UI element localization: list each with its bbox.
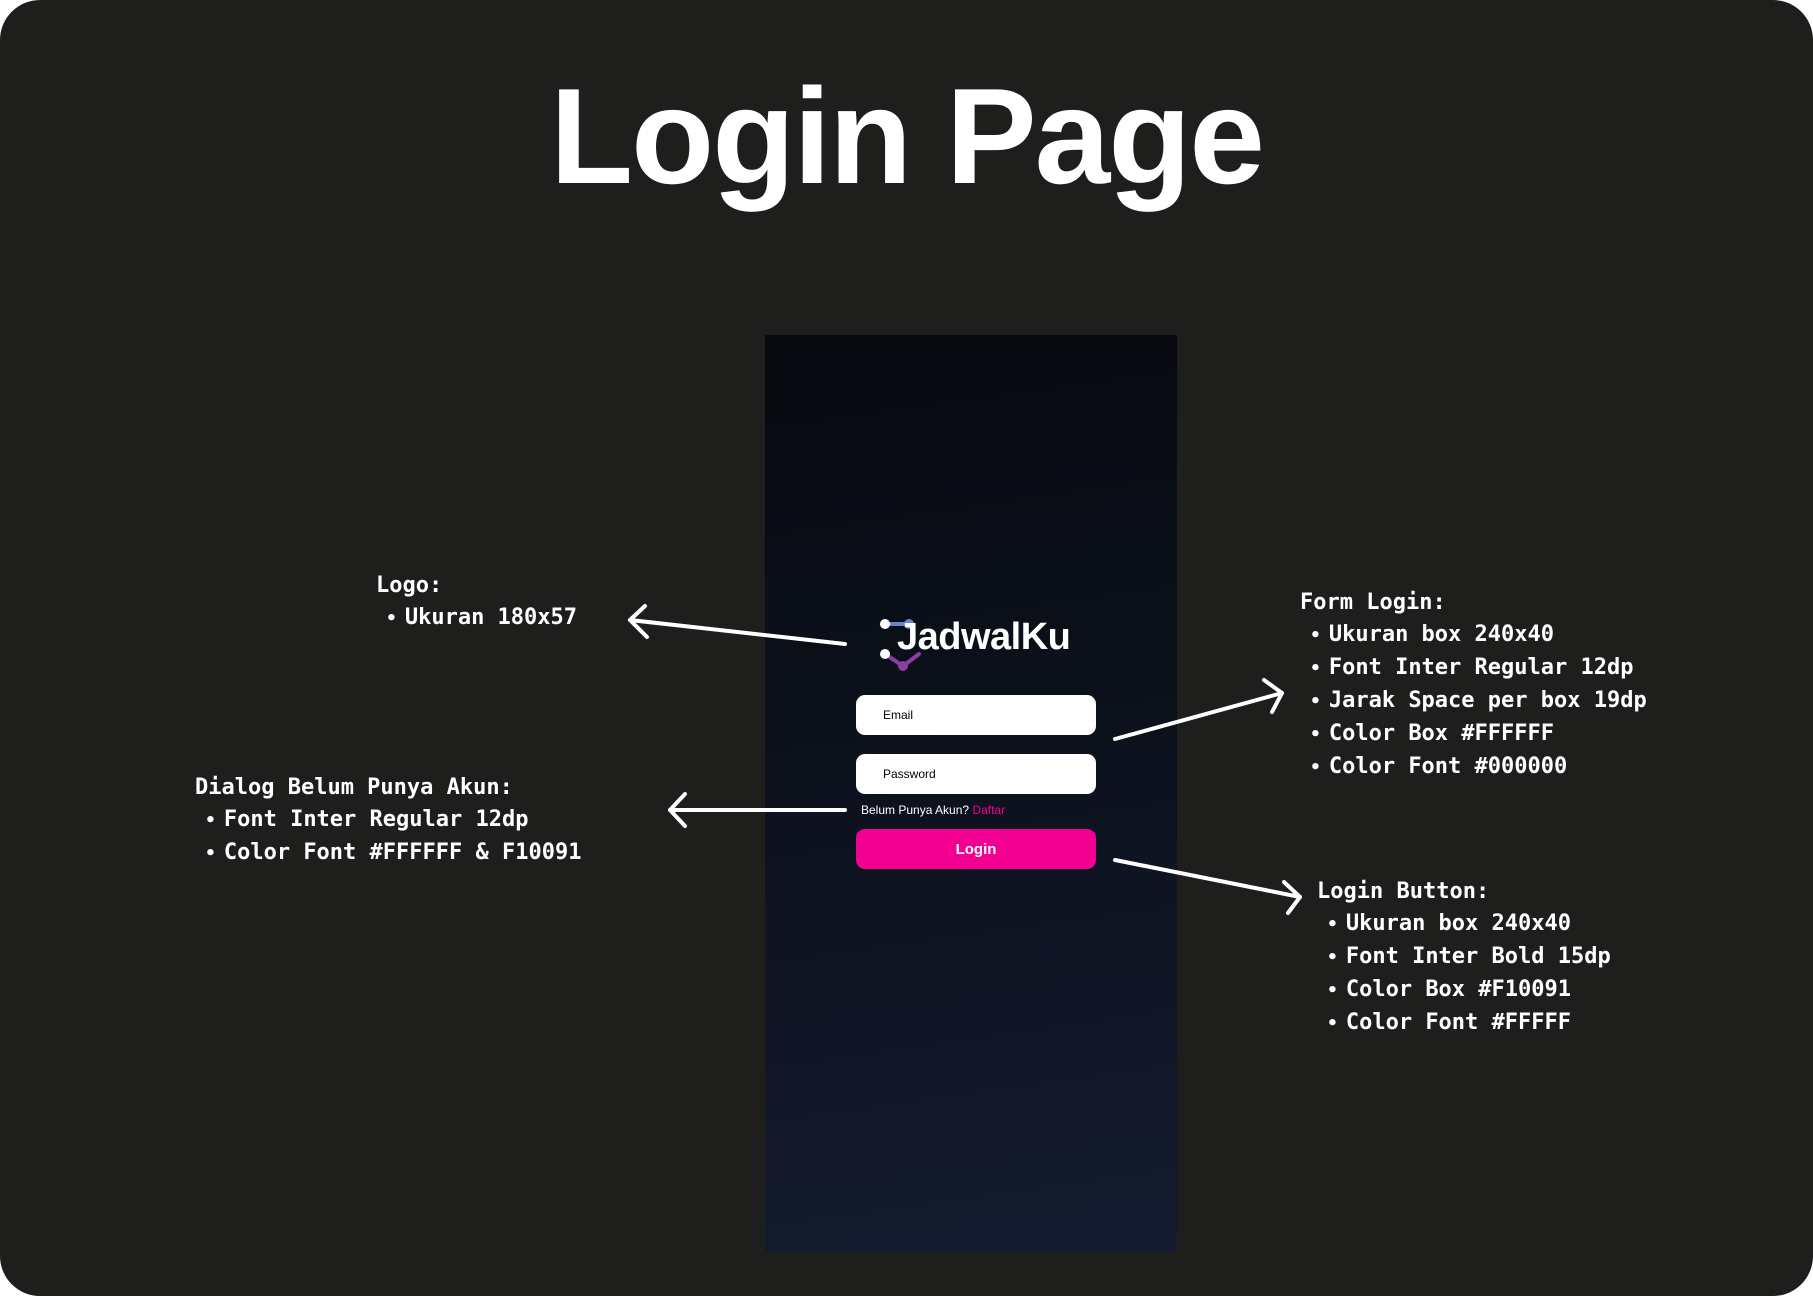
button-annotation-item: Color Font #FFFFF (1327, 1007, 1611, 1040)
logo-annotation: Logo: Ukuran 180x57 (376, 570, 577, 635)
phone-screen: JadwalKu Belum Punya Akun? Daftar Login (765, 335, 1177, 1252)
logo-annotation-heading: Logo: (376, 573, 443, 598)
logo-wordmark: JadwalKu (897, 616, 1071, 658)
button-annotation-heading: Login Button: (1317, 879, 1490, 904)
email-input[interactable] (883, 695, 1083, 735)
form-annotation: Form Login: Ukuran box 240x40 Font Inter… (1300, 587, 1647, 784)
form-annotation-item: Color Box #FFFFFF (1310, 718, 1647, 751)
password-input[interactable] (883, 754, 1083, 794)
button-annotation-item: Ukuran box 240x40 (1327, 908, 1611, 941)
logo-mark-icon (880, 619, 921, 671)
form-annotation-item: Color Font #000000 (1310, 751, 1647, 784)
login-button[interactable]: Login (856, 829, 1096, 869)
password-field[interactable] (856, 754, 1096, 794)
form-annotation-item: Ukuran box 240x40 (1310, 619, 1647, 652)
email-field[interactable] (856, 695, 1096, 735)
form-annotation-heading: Form Login: (1300, 590, 1446, 615)
page-title: Login Page (550, 60, 1265, 212)
form-annotation-item: Jarak Space per box 19dp (1310, 685, 1647, 718)
dialog-annotation-heading: Dialog Belum Punya Akun: (195, 775, 513, 800)
signup-prompt: Belum Punya Akun? Daftar (861, 803, 1005, 817)
dialog-annotation-item: Color Font #FFFFFF & F10091 (205, 837, 582, 870)
signup-question: Belum Punya Akun? (861, 803, 970, 817)
logo-annotation-item: Ukuran 180x57 (386, 602, 577, 635)
button-annotation-item: Font Inter Bold 15dp (1327, 941, 1611, 974)
button-annotation: Login Button: Ukuran box 240x40 Font Int… (1317, 876, 1611, 1040)
button-annotation-item: Color Box #F10091 (1327, 974, 1611, 1007)
form-annotation-item: Font Inter Regular 12dp (1310, 652, 1647, 685)
jadwalku-logo: JadwalKu (879, 614, 1071, 674)
signup-link[interactable]: Daftar (972, 803, 1006, 817)
dialog-annotation: Dialog Belum Punya Akun: Font Inter Regu… (195, 772, 581, 870)
dialog-annotation-item: Font Inter Regular 12dp (205, 804, 581, 837)
